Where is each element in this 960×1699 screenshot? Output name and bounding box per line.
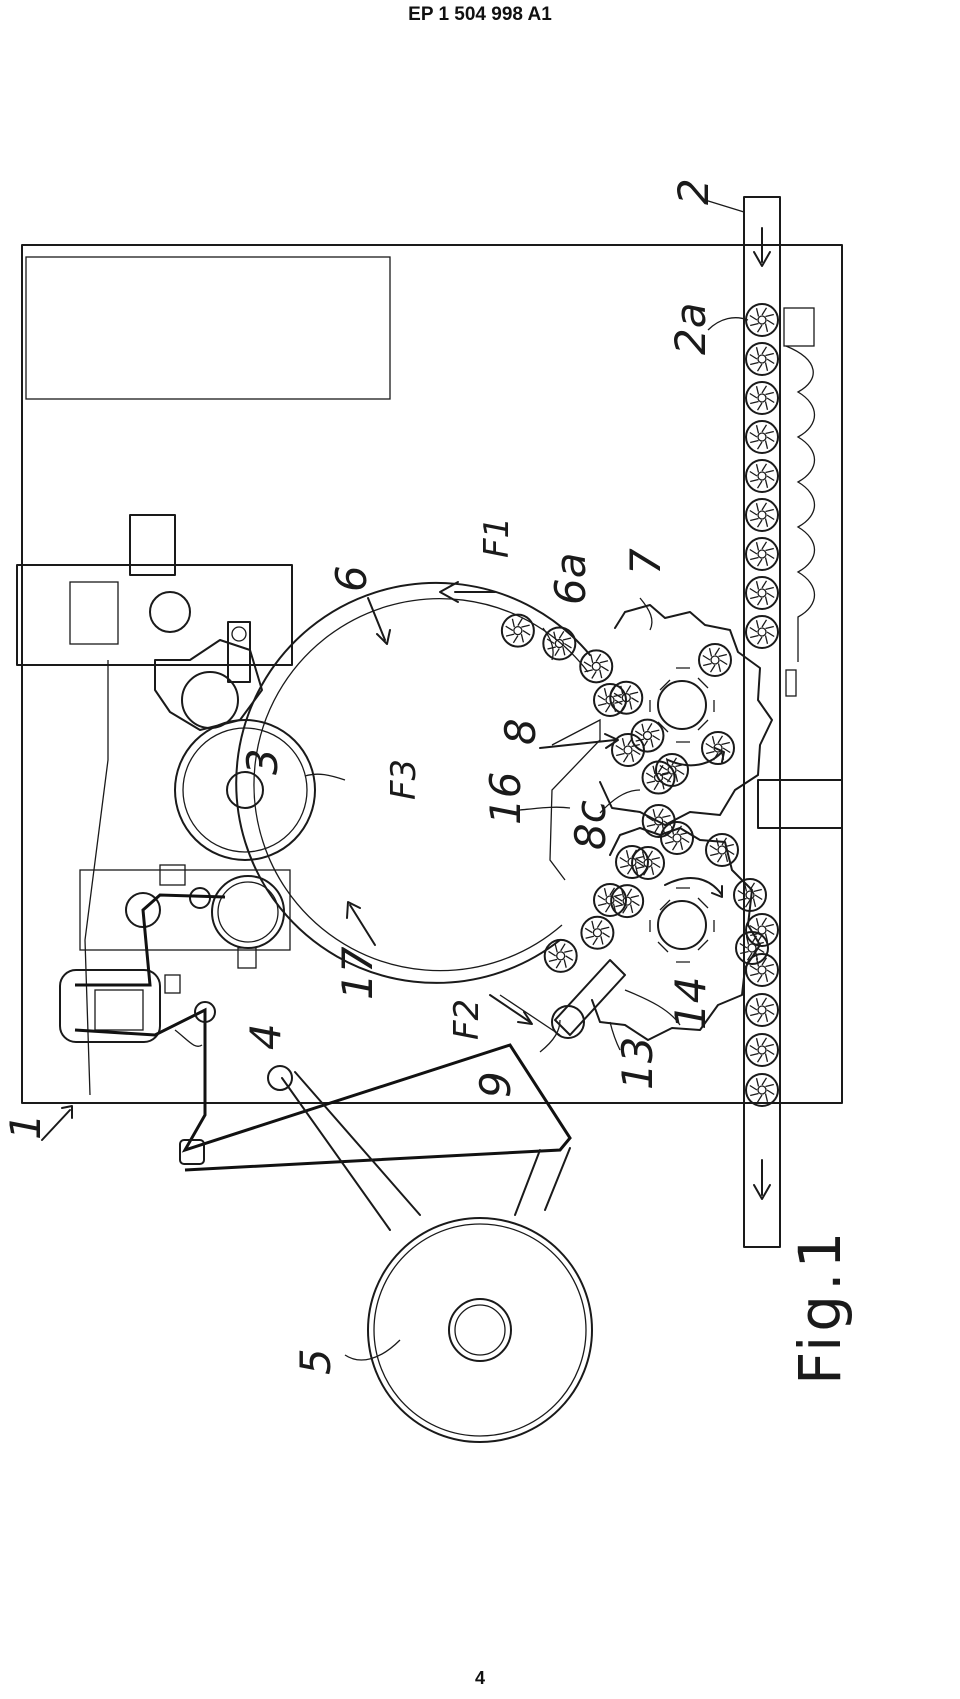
- bottle-icon: [701, 731, 735, 765]
- infeed-star-wheel: [599, 604, 773, 826]
- figure-caption: Fig.1: [786, 1228, 854, 1385]
- bottle-icon: [630, 718, 665, 753]
- bottle-icon: [610, 884, 645, 919]
- frame-bracket: [757, 779, 843, 829]
- bottle-icon: [615, 845, 649, 879]
- bottle-icon: [745, 1033, 779, 1067]
- label-2a: 2a: [666, 303, 715, 355]
- bottle-icon: [745, 576, 779, 610]
- bottle-icon: [745, 498, 779, 532]
- bottle-icon: [745, 342, 779, 376]
- bottle-icon: [611, 733, 645, 767]
- bottle-icon: [735, 931, 769, 965]
- bottle-icon: [745, 420, 779, 454]
- bottle-icon: [543, 938, 578, 973]
- label-7: 7: [621, 548, 670, 575]
- bottle-icon: [500, 613, 535, 648]
- main-carousel: [235, 581, 601, 984]
- bottle-icon: [745, 303, 779, 337]
- label-F3: F3: [384, 759, 424, 800]
- cutting-unit: [16, 514, 293, 1096]
- outfeed-star-wheel: [591, 827, 761, 1041]
- label-13: 13: [613, 1037, 662, 1090]
- bottle-group: [500, 303, 779, 1107]
- input-conveyor: [743, 196, 815, 1248]
- label-F1: F1: [477, 517, 517, 558]
- label-3: 3: [238, 748, 287, 775]
- bottle-icon: [660, 821, 694, 855]
- label-F2: F2: [447, 999, 487, 1040]
- leader-lines: [41, 199, 749, 1361]
- label-1: 1: [1, 1113, 50, 1140]
- bottle-icon: [745, 381, 779, 415]
- bottle-icon: [593, 883, 627, 917]
- label-17: 17: [333, 946, 382, 1000]
- bottle-icon: [745, 993, 779, 1027]
- label-web: [59, 893, 572, 1231]
- bottle-icon: [745, 953, 779, 987]
- bottle-icon: [745, 537, 779, 571]
- bottle-icon: [745, 615, 779, 649]
- pressure-roller: [499, 959, 626, 1039]
- label-6a: 6a: [546, 553, 595, 605]
- bottle-icon: [745, 1073, 779, 1107]
- label-reel: [367, 1217, 593, 1443]
- control-cabinet: [25, 256, 391, 400]
- page-number: 4: [474, 1668, 485, 1688]
- label-16: 16: [481, 772, 530, 825]
- label-8: 8: [496, 718, 545, 745]
- label-5: 5: [291, 1348, 340, 1375]
- label-9: 9: [471, 1071, 520, 1098]
- label-8c: 8c: [566, 800, 615, 850]
- label-4: 4: [241, 1023, 290, 1050]
- transfer-rollers: [79, 864, 291, 969]
- bottle-icon: [745, 459, 779, 493]
- bottle-icon: [705, 833, 739, 867]
- publication-number: EP 1 504 998 A1: [408, 4, 552, 25]
- label-6: 6: [327, 565, 376, 592]
- bottle-icon: [542, 626, 577, 661]
- label-drum: [174, 719, 316, 861]
- bottle-icon: [698, 643, 732, 677]
- bottle-icon: [579, 649, 614, 684]
- bottle-icon: [593, 683, 627, 717]
- machine-frame: [21, 244, 843, 1104]
- label-2: 2: [669, 178, 718, 205]
- label-14: 14: [666, 977, 715, 1030]
- bottle-icon: [580, 915, 615, 950]
